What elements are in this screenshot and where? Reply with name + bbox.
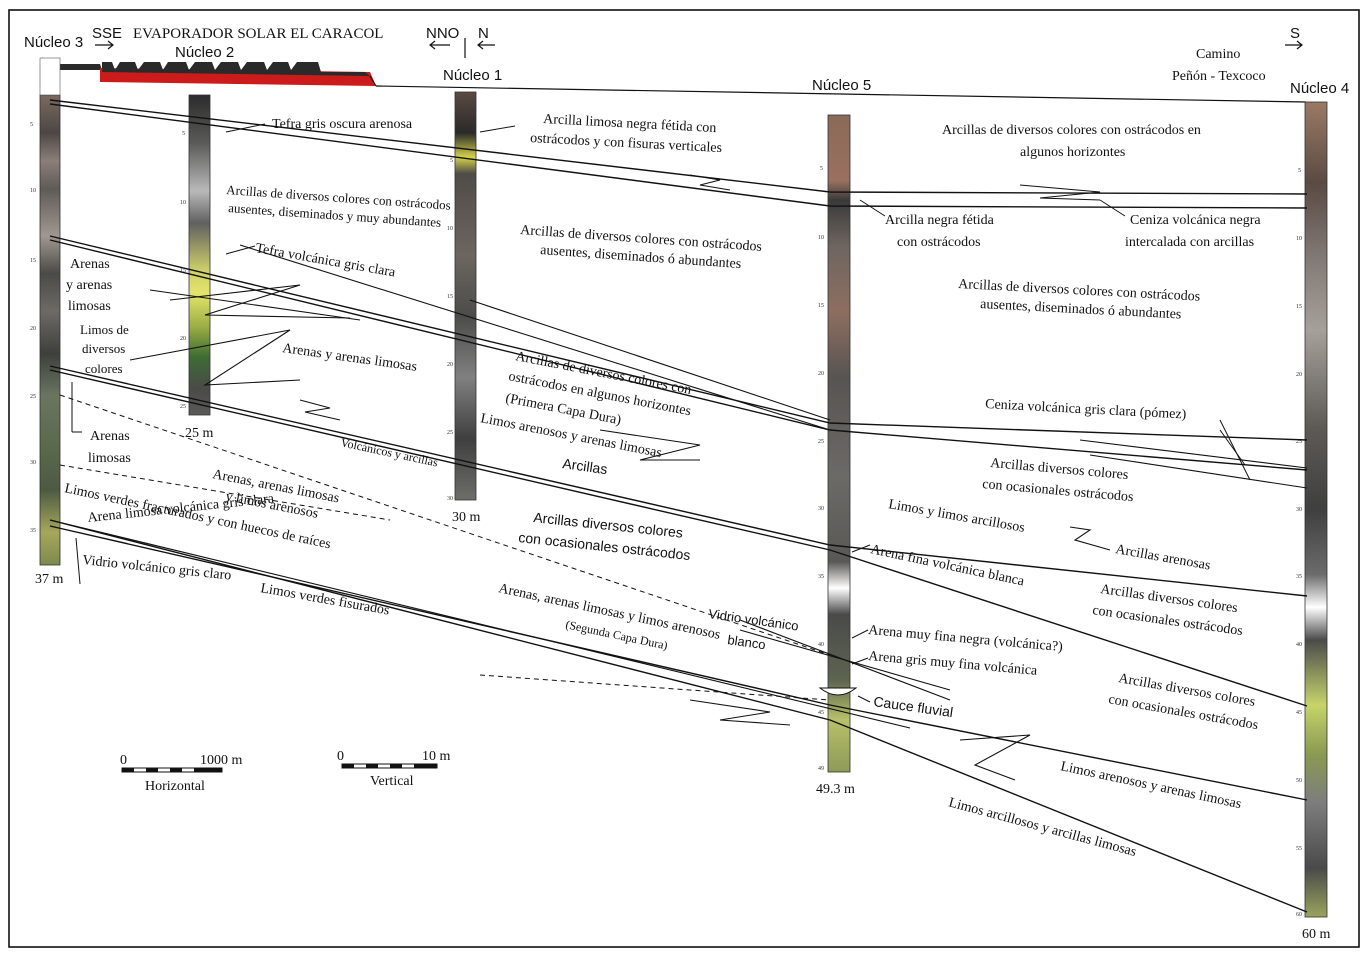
- core-2-title: Núcleo 2: [175, 44, 234, 61]
- road-label-2: Peñón - Texcoco: [1172, 69, 1266, 84]
- core-5-depth: 49.3 m: [816, 782, 855, 797]
- label-12: 5: [450, 158, 453, 164]
- label-36: 45: [1296, 710, 1302, 716]
- label-20: 15: [818, 303, 824, 309]
- core-4-depth: 60 m: [1302, 927, 1331, 942]
- column-nucleo-4: [1304, 101, 1328, 918]
- correlation-lines: [49, 99, 1308, 913]
- depth-ticks: 5 10 15 20 25 30 35 5 10 15 20 25 5 10 1…: [30, 122, 1302, 918]
- label-13: 10: [447, 226, 453, 232]
- label-32: 25: [1296, 439, 1302, 445]
- label-63: con ostrácodos: [897, 235, 981, 250]
- core-2-depth: 25 m: [185, 426, 214, 441]
- label-17: 30: [447, 496, 453, 502]
- column-nucleo-2: [188, 94, 211, 416]
- label-118: 0: [337, 749, 344, 764]
- label-21: 20: [818, 371, 824, 377]
- label-119: 10 m: [422, 749, 451, 764]
- direction-sse: SSE: [92, 25, 122, 42]
- label-115: 0: [120, 753, 127, 768]
- evaporator-structure: [41, 57, 1307, 103]
- figure-border: [8, 9, 1360, 948]
- direction-s: S: [1290, 25, 1300, 42]
- label-76: Limos de: [80, 322, 129, 337]
- label-19: 10: [818, 235, 824, 241]
- label-61: algunos horizontes: [1020, 145, 1125, 160]
- column-nucleo-1: [454, 91, 477, 501]
- label-11: 25: [180, 404, 186, 410]
- label-38: 55: [1296, 846, 1302, 852]
- label-24: 35: [818, 574, 824, 580]
- label-29: 10: [1296, 236, 1302, 242]
- core-4-title: Núcleo 4: [1290, 80, 1349, 97]
- label-28: 5: [1298, 168, 1301, 174]
- label-18: 5: [820, 166, 823, 172]
- label-3: 20: [30, 326, 36, 332]
- label-39: 60: [1296, 912, 1302, 918]
- label-25: 40: [818, 642, 824, 648]
- label-107: blanco: [727, 632, 767, 652]
- core-1-title: Núcleo 1: [443, 67, 502, 84]
- core-3-depth: 37 m: [35, 572, 64, 587]
- evaporator-title: EVAPORADOR SOLAR EL CARACOL: [133, 26, 383, 42]
- label-35: 40: [1296, 642, 1302, 648]
- label-16: 25: [447, 430, 453, 436]
- label-0: 5: [30, 122, 33, 128]
- core-titles: Núcleo 3 Núcleo 2 Núcleo 1 Núcleo 5 Núcl…: [24, 34, 1349, 942]
- label-75: limosas: [68, 299, 111, 314]
- core-3-title: Núcleo 3: [24, 34, 83, 51]
- label-33: 30: [1296, 507, 1302, 513]
- vertical-scale: 0 10 m Vertical: [337, 749, 451, 789]
- direction-nno: NNO: [426, 25, 459, 42]
- label-116: 1000 m: [200, 753, 243, 768]
- core-5-title: Núcleo 5: [812, 77, 871, 94]
- label-5: 30: [30, 460, 36, 466]
- horizontal-scale: 0 1000 m Horizontal: [120, 753, 243, 794]
- label-14: 15: [447, 294, 453, 300]
- label-117: Horizontal: [145, 779, 205, 794]
- column-nucleo-5: [827, 114, 851, 773]
- direction-n: N: [478, 25, 489, 42]
- header-labels: EVAPORADOR SOLAR EL CARACOL SSE NNO N S …: [92, 25, 1300, 84]
- label-77: diversos: [82, 341, 125, 356]
- label-60: Arcillas de diversos colores con ostráco…: [942, 123, 1201, 138]
- label-23: 30: [818, 506, 824, 512]
- core-1-depth: 30 m: [452, 510, 481, 525]
- label-4: 25: [30, 394, 36, 400]
- label-30: 15: [1296, 304, 1302, 310]
- leader-arrows: [71, 123, 1251, 703]
- label-74: y arenas: [66, 278, 112, 293]
- label-1: 10: [30, 188, 36, 194]
- label-8: 10: [180, 200, 186, 206]
- label-2: 15: [30, 258, 36, 264]
- label-31: 20: [1296, 372, 1302, 378]
- label-7: 5: [182, 131, 185, 137]
- label-27: 49: [818, 766, 824, 772]
- label-120: Vertical: [370, 774, 414, 789]
- road-label-1: Camino: [1196, 47, 1240, 62]
- label-89: Arenas: [90, 429, 130, 444]
- label-62: Arcilla negra fétida: [885, 213, 995, 228]
- column-nucleo-3: [39, 57, 61, 566]
- label-15: 20: [447, 362, 453, 368]
- label-57: Tefra gris oscura arenosa: [272, 117, 413, 132]
- label-6: 35: [30, 528, 36, 534]
- label-90: limosas: [88, 451, 131, 466]
- label-64: Ceniza volcánica negra: [1130, 213, 1261, 228]
- label-37: 50: [1296, 778, 1302, 784]
- label-87: Arcillas: [562, 455, 609, 477]
- label-65: intercalada con arcillas: [1125, 235, 1254, 250]
- label-26: 45: [818, 710, 824, 716]
- direction-arrows: [95, 38, 1303, 58]
- label-78: colores: [85, 361, 123, 376]
- label-22: 25: [818, 439, 824, 445]
- label-73: Arenas: [70, 257, 110, 272]
- label-34: 35: [1296, 574, 1302, 580]
- label-10: 20: [180, 336, 186, 342]
- label-9: 15: [180, 268, 186, 274]
